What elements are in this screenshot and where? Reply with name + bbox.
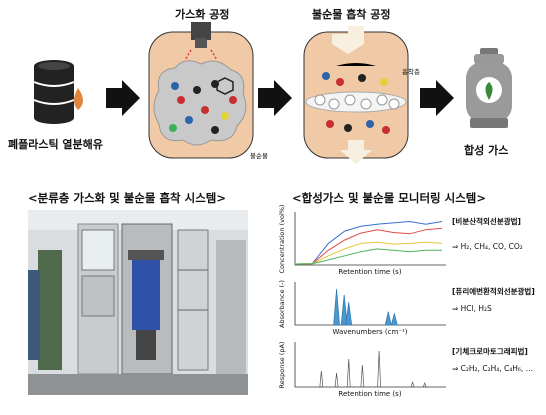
adsorber-reactor <box>303 26 409 164</box>
peak-mark <box>410 381 415 388</box>
arrow-right-icon <box>420 80 454 116</box>
gasifier-reactor <box>148 22 254 159</box>
panel-xlabel: Retention time (s) <box>338 268 402 276</box>
peak-mark <box>377 350 381 388</box>
peak-mark <box>390 312 398 326</box>
series-line <box>295 248 442 265</box>
peak-mark <box>319 370 324 388</box>
panel-result: ⇒ C₂H₂, C₂H₄, C₄H₆, … <box>452 364 534 373</box>
panel-ylabel: Response (pA) <box>278 341 286 389</box>
peak-mark <box>334 372 339 388</box>
panel-result: ⇒ H₂, CH₄, CO, CO₂ <box>452 242 523 251</box>
axis-line <box>294 212 446 266</box>
impurity-label: 불순물 <box>250 152 268 160</box>
panel-chart <box>294 282 446 326</box>
peak-mark <box>345 302 353 326</box>
peak-mark <box>333 288 340 326</box>
adsorbent-label: 흡착층 <box>402 68 420 76</box>
series-line <box>295 227 443 265</box>
arrow-right-icon <box>258 80 292 116</box>
panel-xlabel: Retention time (s) <box>338 390 402 398</box>
arrow-right-icon <box>106 80 140 116</box>
peak-mark <box>384 311 392 326</box>
series-line <box>295 241 443 265</box>
panel-method-label: [퓨리에변환적외선분광법] <box>452 287 535 296</box>
panel-chart <box>294 212 446 266</box>
gasification-title: 가스화 공정 <box>175 8 230 21</box>
adsorption-title: 불순물 흡착 공정 <box>312 8 391 21</box>
peak-mark <box>340 294 348 326</box>
peak-mark <box>422 382 427 388</box>
panel-method-label: [비분산적외선분광법] <box>452 217 521 226</box>
series-line <box>295 220 443 265</box>
peak-mark <box>360 364 365 388</box>
monitoring-system-title: <합성가스 및 불순물 모니터링 시스템> <box>292 191 486 205</box>
panel-method-label: [기체크로마토그래피법] <box>452 347 528 356</box>
panel-result: ⇒ HCl, H₂S <box>452 304 492 313</box>
product-label: 합성 가스 <box>464 144 509 157</box>
system-photo-title: <분류층 가스화 및 불순물 흡착 시스템> <box>28 191 226 205</box>
axis-line <box>294 282 446 326</box>
panel-xlabel: Wavenumbers (cm⁻¹) <box>332 328 408 336</box>
oil-barrel-icon <box>33 60 83 124</box>
peak-mark <box>346 358 351 388</box>
gas-cylinder-icon <box>466 48 512 128</box>
panel-chart <box>294 342 446 388</box>
system-photo <box>28 210 248 395</box>
feed-label: 폐플라스틱 열분해유 <box>8 138 103 151</box>
axis-line <box>294 342 446 388</box>
